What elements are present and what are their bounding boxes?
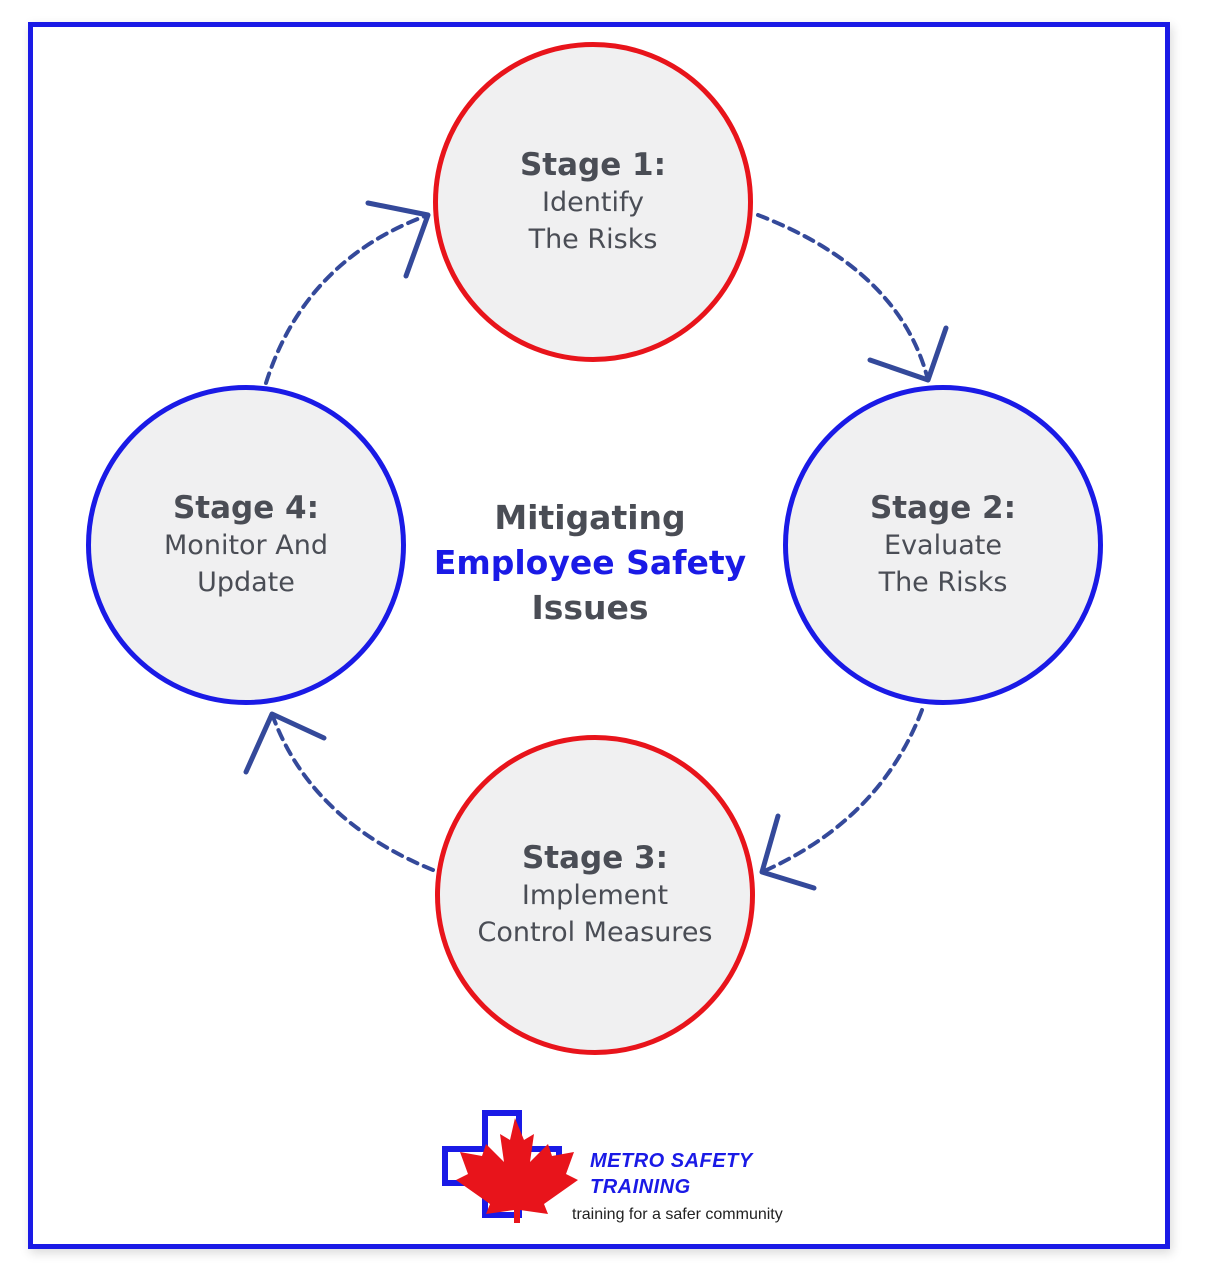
arrowhead-stage4 <box>243 711 327 775</box>
stage-3-line1: Implement <box>521 880 669 911</box>
center-heading: Mitigating Employee Safety Issues <box>420 495 760 630</box>
maple-leaf-cross-icon <box>442 1110 578 1223</box>
logo-name-line1: METRO SAFETY <box>590 1150 753 1172</box>
stage-3-line2: Control Measures <box>477 917 713 948</box>
stage-2-line2: The Risks <box>878 567 1008 598</box>
logo-name-line2: TRAINING <box>590 1176 691 1198</box>
stage-1-title: Stage 1: <box>519 147 667 183</box>
stage-3-node: Stage 3: Implement Control Measures <box>435 735 755 1055</box>
stage-2-line1: Evaluate <box>884 530 1002 561</box>
center-heading-line3: Issues <box>531 588 649 627</box>
arrow-stage2-to-stage3 <box>760 708 924 874</box>
arrowhead-stage3 <box>759 813 817 891</box>
stage-2-title: Stage 2: <box>869 490 1017 526</box>
metro-safety-logo: METRO SAFETY TRAINING training for a saf… <box>440 1108 800 1233</box>
stage-4-line2: Update <box>197 567 295 598</box>
center-heading-line2: Employee Safety <box>433 543 747 582</box>
arrowhead-stage1 <box>365 200 431 279</box>
center-heading-line1: Mitigating <box>494 498 686 537</box>
logo-name: METRO SAFETY TRAINING <box>590 1148 753 1200</box>
stage-1-line1: Identify <box>542 187 644 218</box>
stage-3-title: Stage 3: <box>521 840 669 876</box>
stage-1-node: Stage 1: Identify The Risks <box>433 42 753 362</box>
stage-1-line2: The Risks <box>528 224 658 255</box>
stage-2-node: Stage 2: Evaluate The Risks <box>783 385 1103 705</box>
arrow-stage3-to-stage4 <box>270 712 435 872</box>
stage-4-line1: Monitor And <box>164 530 328 561</box>
stage-4-title: Stage 4: <box>172 490 320 526</box>
arrow-stage4-to-stage1 <box>264 213 430 385</box>
logo-tagline: training for a safer community <box>572 1206 783 1223</box>
arrowhead-stage2 <box>867 325 949 383</box>
stage-4-node: Stage 4: Monitor And Update <box>86 385 406 705</box>
arrow-stage1-to-stage2 <box>756 213 930 382</box>
